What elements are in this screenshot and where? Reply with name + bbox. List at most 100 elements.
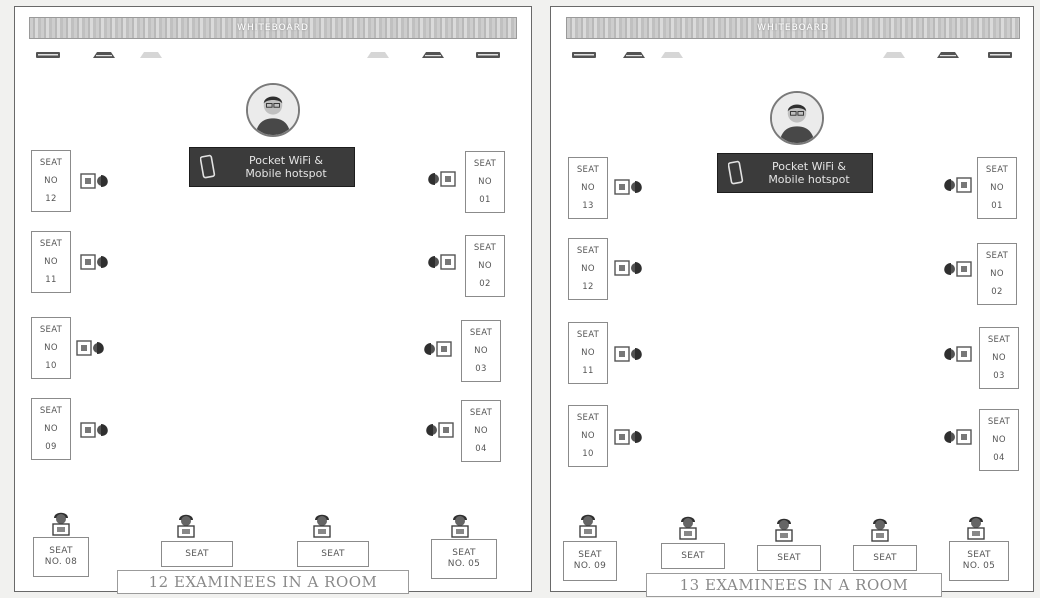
- examinee-front-icon: [677, 514, 699, 540]
- examinee-at-desk-icon: [613, 344, 647, 364]
- examinee-front-icon: [869, 516, 891, 542]
- seat-label: SEAT: [40, 326, 62, 335]
- phone-icon: [200, 154, 216, 180]
- air-conditioner-icon: [935, 50, 961, 60]
- whiteboard: WHITEBOARD: [29, 17, 517, 39]
- examinee-at-desk-icon: [939, 427, 973, 447]
- seat-label: SEAT: [988, 336, 1010, 345]
- examinee-at-desk-icon: [79, 252, 113, 272]
- seat-number: 03: [475, 365, 486, 374]
- seat-number: 12: [45, 195, 56, 204]
- seat-card: SEAT NO 02: [465, 235, 505, 297]
- seat-label: SEAT: [49, 546, 73, 557]
- examinee-at-desk-icon: [939, 175, 973, 195]
- seat-no-label: NO: [474, 427, 488, 436]
- air-conditioner-icon: [475, 50, 501, 60]
- examinee-front-icon: [175, 512, 197, 538]
- seat-number: 10: [45, 362, 56, 371]
- examinee-front-icon: [965, 514, 987, 540]
- seat-number: 01: [991, 202, 1002, 211]
- hotspot-label: Pocket WiFi & Mobile hotspot: [754, 160, 864, 186]
- seat-number: NO. 08: [45, 557, 77, 568]
- seat-number: NO. 05: [963, 561, 995, 572]
- seat-no-label: NO: [44, 425, 58, 434]
- seat-label: SEAT: [986, 252, 1008, 261]
- seat-label: SEAT: [577, 247, 599, 256]
- seat-number: 11: [582, 367, 593, 376]
- phone-icon: [728, 160, 744, 186]
- room-caption: 13 EXAMINEES IN A ROOM: [646, 573, 942, 597]
- examinee-at-desk-icon: [423, 169, 457, 189]
- seat-card: SEAT: [661, 543, 725, 569]
- seat-label: SEAT: [986, 166, 1008, 175]
- seat-label: SEAT: [452, 548, 476, 559]
- seat-label: SEAT: [321, 549, 345, 560]
- proctor-avatar-icon: [246, 83, 300, 137]
- seat-number: NO. 09: [574, 561, 606, 572]
- examinee-at-desk-icon: [613, 258, 647, 278]
- examinee-front-icon: [773, 516, 795, 542]
- seat-number: 04: [475, 445, 486, 454]
- seat-label: SEAT: [681, 551, 705, 562]
- seat-number: 02: [479, 280, 490, 289]
- seat-no-label: NO: [478, 178, 492, 187]
- examinee-at-desk-icon: [79, 420, 113, 440]
- seat-number: 13: [582, 202, 593, 211]
- seat-label: SEAT: [577, 166, 599, 175]
- seat-number: NO. 05: [448, 559, 480, 570]
- whiteboard-label: WHITEBOARD: [237, 23, 309, 33]
- seat-no-label: NO: [474, 347, 488, 356]
- examinee-at-desk-icon: [939, 259, 973, 279]
- seat-number: 12: [582, 283, 593, 292]
- seat-label: SEAT: [474, 244, 496, 253]
- pocket-wifi-hotspot: Pocket WiFi & Mobile hotspot: [717, 153, 873, 193]
- examinee-at-desk-icon: [75, 338, 109, 358]
- examinee-at-desk-icon: [613, 177, 647, 197]
- air-conditioner-icon: [659, 50, 685, 60]
- examinee-at-desk-icon: [613, 427, 647, 447]
- examinee-at-desk-icon: [939, 344, 973, 364]
- pocket-wifi-hotspot: Pocket WiFi & Mobile hotspot: [189, 147, 355, 187]
- air-conditioner-icon: [987, 50, 1013, 60]
- seat-label: SEAT: [40, 240, 62, 249]
- seat-label: SEAT: [578, 550, 602, 561]
- hotspot-label: Pocket WiFi & Mobile hotspot: [226, 154, 346, 180]
- examinee-at-desk-icon: [79, 171, 113, 191]
- seat-label: SEAT: [577, 331, 599, 340]
- air-conditioner-icon: [420, 50, 446, 60]
- examinee-at-desk-icon: [421, 420, 455, 440]
- seat-label: SEAT: [988, 418, 1010, 427]
- seat-card: SEAT: [853, 545, 917, 571]
- seat-no-label: NO: [478, 262, 492, 271]
- seat-label: SEAT: [470, 329, 492, 338]
- seat-card: SEAT NO 01: [977, 157, 1017, 219]
- seat-no-label: NO: [992, 436, 1006, 445]
- seat-label: SEAT: [40, 159, 62, 168]
- seat-number: 09: [45, 443, 56, 452]
- examinee-at-desk-icon: [419, 339, 453, 359]
- room-layout-12: WHITEBOARD Pocket WiFi & Mobile hotspot …: [14, 6, 532, 592]
- room-layout-13: WHITEBOARD Pocket WiFi & Mobile hotspot …: [550, 6, 1034, 592]
- seat-card: SEAT: [297, 541, 369, 567]
- proctor-avatar-icon: [770, 91, 824, 145]
- seat-label: SEAT: [185, 549, 209, 560]
- seat-no-label: NO: [990, 184, 1004, 193]
- seat-card: SEAT NO 03: [461, 320, 501, 382]
- seat-number: 04: [993, 454, 1004, 463]
- seat-number: 10: [582, 450, 593, 459]
- seat-card: SEAT: [757, 545, 821, 571]
- seat-label: SEAT: [777, 553, 801, 564]
- seat-number: 02: [991, 288, 1002, 297]
- seat-label: SEAT: [873, 553, 897, 564]
